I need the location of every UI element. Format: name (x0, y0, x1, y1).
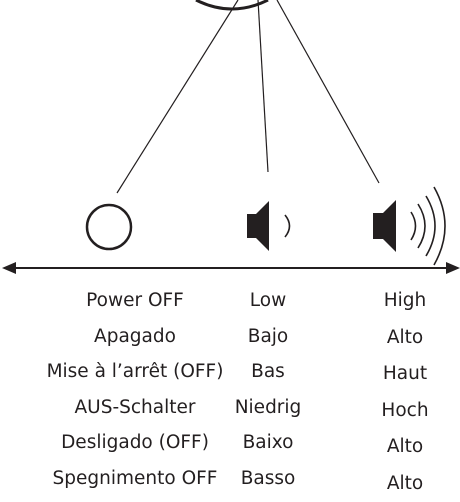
low-labels: Low Bajo Bas Niedrig Baixo Basso (218, 283, 318, 496)
label-high-fr: Haut (355, 356, 455, 393)
label-high-pt: Alto (355, 429, 455, 466)
axis-arrow-right-icon (446, 262, 460, 274)
label-low-fr: Bas (218, 354, 318, 390)
axis-arrow-left-icon (2, 262, 16, 274)
speaker-low-icon (247, 201, 290, 251)
label-low-de: Niedrig (218, 390, 318, 426)
pointer-line-off (117, 0, 238, 193)
power-off-circle-icon (87, 205, 131, 249)
pointer-line-low (258, 0, 268, 172)
high-labels: High Alto Haut Hoch Alto Alto (355, 283, 455, 502)
label-high-it: Alto (355, 466, 455, 502)
label-low-en: Low (218, 283, 318, 319)
speaker-high-icon (373, 187, 445, 265)
label-low-it: Basso (218, 461, 318, 497)
label-low-es: Bajo (218, 319, 318, 355)
label-high-de: Hoch (355, 393, 455, 430)
label-high-es: Alto (355, 320, 455, 357)
pointer-line-high (277, 0, 379, 183)
label-low-pt: Baixo (218, 425, 318, 461)
label-high-en: High (355, 283, 455, 320)
device-icon (196, 0, 268, 9)
